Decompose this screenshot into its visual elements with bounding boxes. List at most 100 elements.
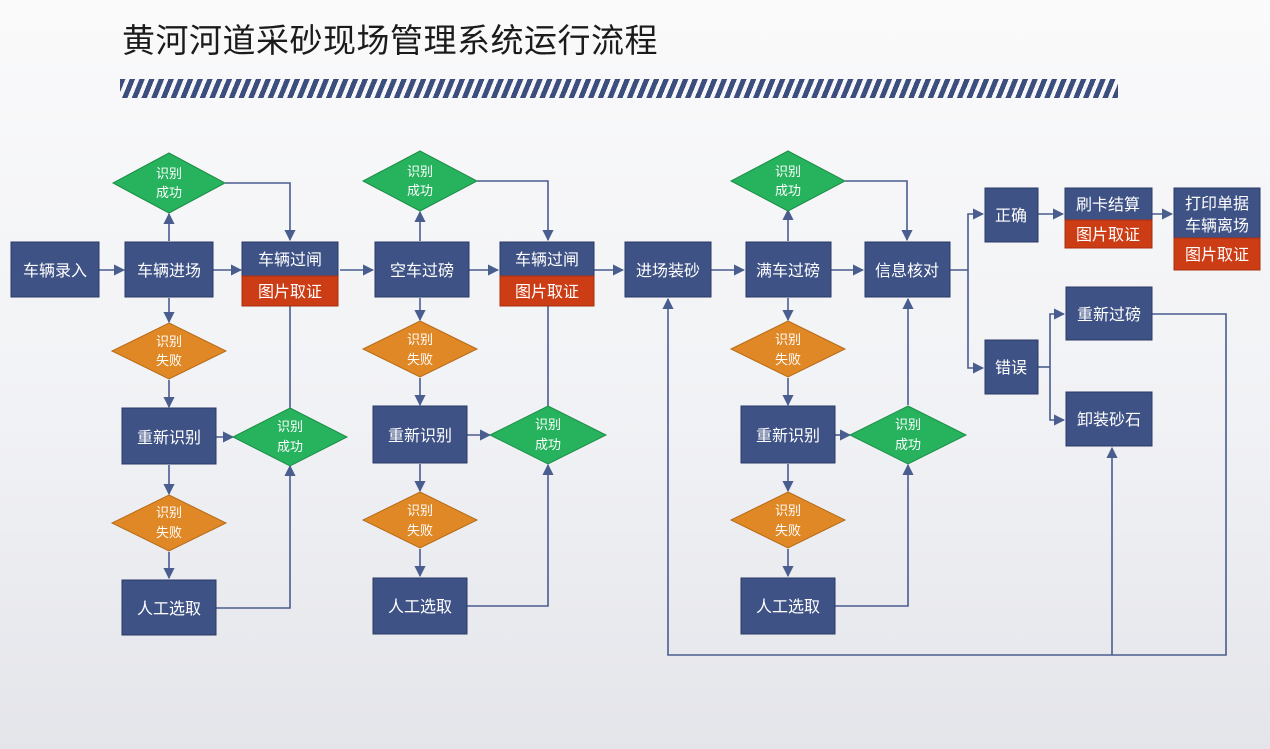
decision-success-2: 识别 成功 — [361, 150, 479, 212]
title-underline-stripe — [120, 79, 1118, 98]
arrow-manual3-to-success3b — [835, 463, 914, 607]
svg-text:图片取证: 图片取证 — [515, 282, 579, 301]
node-unload-sand: 卸装砂石 — [1065, 391, 1153, 447]
node-manual-select-1: 人工选取 — [121, 579, 217, 636]
decision-success-1: 识别 成功 — [111, 152, 227, 214]
node-full-weigh: 满车过磅 — [745, 241, 832, 298]
svg-text:满车过磅: 满车过磅 — [756, 261, 820, 280]
svg-text:空车过磅: 空车过磅 — [390, 261, 454, 280]
svg-text:成功: 成功 — [407, 184, 433, 199]
node-error: 错误 — [984, 339, 1039, 395]
svg-text:识别: 识别 — [407, 504, 433, 519]
node-vehicle-entry: 车辆录入 — [10, 241, 100, 298]
arrow-manual1-to-success1b — [216, 464, 296, 609]
svg-text:人工选取: 人工选取 — [756, 597, 820, 616]
arrow-reweigh-loop-to-load — [662, 297, 1227, 656]
svg-text:失败: 失败 — [407, 353, 433, 368]
svg-text:打印单据: 打印单据 — [1185, 194, 1249, 213]
svg-text:失败: 失败 — [156, 526, 182, 541]
svg-text:成功: 成功 — [895, 438, 921, 453]
decision-fail-3b: 识别 失败 — [729, 491, 847, 549]
svg-text:识别: 识别 — [277, 420, 303, 435]
node-manual-select-3: 人工选取 — [740, 577, 836, 635]
svg-text:车辆录入: 车辆录入 — [23, 261, 87, 280]
svg-text:信息核对: 信息核对 — [875, 261, 939, 280]
badge-photo-evidence-3: 图片取证 — [1064, 219, 1153, 249]
svg-text:重新过磅: 重新过磅 — [1077, 305, 1141, 324]
svg-text:车辆离场: 车辆离场 — [1185, 216, 1249, 235]
svg-text:失败: 失败 — [407, 524, 433, 539]
arrow-success2-to-gate2 — [477, 180, 554, 242]
svg-text:重新识别: 重新识别 — [388, 426, 452, 445]
arrow-manual2-to-success2b — [467, 463, 554, 607]
decision-fail-1a: 识别 失败 — [110, 322, 228, 380]
arrow-error-to-unload — [1049, 367, 1066, 426]
svg-text:图片取证: 图片取证 — [1076, 225, 1140, 244]
svg-text:识别: 识别 — [156, 506, 182, 521]
decision-success-2b: 识别 成功 — [488, 405, 608, 465]
node-re-recognize-1: 重新识别 — [121, 407, 217, 465]
page-title: 黄河河道采砂现场管理系统运行流程 — [122, 21, 658, 60]
arrow-success3-to-check — [845, 180, 913, 242]
svg-text:人工选取: 人工选取 — [388, 597, 452, 616]
svg-text:卸装砂石: 卸装砂石 — [1077, 410, 1141, 429]
decision-fail-2a: 识别 失败 — [361, 320, 479, 378]
svg-text:进场装砂: 进场装砂 — [636, 261, 700, 280]
decision-success-3: 识别 成功 — [729, 150, 847, 212]
node-re-recognize-2: 重新识别 — [372, 405, 468, 464]
svg-text:成功: 成功 — [535, 438, 561, 453]
node-vehicle-gate-2: 车辆过闸 — [499, 241, 595, 277]
svg-text:识别: 识别 — [775, 165, 801, 180]
badge-photo-evidence-2: 图片取证 — [499, 275, 595, 307]
svg-text:车辆进场: 车辆进场 — [137, 261, 201, 280]
svg-text:识别: 识别 — [156, 335, 182, 350]
svg-text:识别: 识别 — [895, 418, 921, 433]
svg-text:重新识别: 重新识别 — [756, 426, 820, 445]
node-empty-weigh: 空车过磅 — [374, 241, 470, 298]
svg-text:车辆过闸: 车辆过闸 — [258, 250, 322, 269]
node-vehicle-gate-1: 车辆过闸 — [241, 241, 339, 277]
arrow-success1-to-gate1 — [225, 182, 296, 242]
svg-text:识别: 识别 — [775, 333, 801, 348]
svg-text:失败: 失败 — [156, 354, 182, 369]
decision-fail-1b: 识别 失败 — [110, 494, 228, 552]
svg-text:人工选取: 人工选取 — [137, 599, 201, 618]
svg-text:识别: 识别 — [407, 165, 433, 180]
arrow-branch-to-correct — [967, 208, 985, 270]
arrow-error-to-reweigh — [1049, 308, 1066, 367]
svg-text:重新识别: 重新识别 — [137, 428, 201, 447]
svg-text:成功: 成功 — [156, 186, 182, 201]
svg-text:图片取证: 图片取证 — [258, 282, 322, 301]
node-load-sand: 进场装砂 — [624, 241, 712, 298]
badge-photo-evidence-1: 图片取证 — [241, 275, 339, 307]
svg-text:识别: 识别 — [407, 333, 433, 348]
svg-text:失败: 失败 — [775, 524, 801, 539]
svg-text:失败: 失败 — [775, 353, 801, 368]
svg-text:车辆过闸: 车辆过闸 — [515, 250, 579, 269]
svg-text:图片取证: 图片取证 — [1185, 245, 1249, 264]
decision-fail-3a: 识别 失败 — [729, 320, 847, 378]
node-re-recognize-3: 重新识别 — [740, 405, 836, 464]
svg-text:识别: 识别 — [775, 504, 801, 519]
arrow-branch-to-error — [967, 270, 985, 374]
decision-success-1b: 识别 成功 — [231, 407, 349, 467]
node-manual-select-2: 人工选取 — [372, 577, 468, 635]
node-reweigh: 重新过磅 — [1065, 286, 1153, 341]
svg-text:识别: 识别 — [156, 167, 182, 182]
svg-text:识别: 识别 — [535, 418, 561, 433]
svg-text:刷卡结算: 刷卡结算 — [1076, 195, 1140, 214]
connectors — [99, 180, 1227, 656]
svg-text:正确: 正确 — [995, 206, 1027, 225]
node-info-check: 信息核对 — [864, 241, 951, 298]
svg-text:成功: 成功 — [775, 184, 801, 199]
node-vehicle-enter: 车辆进场 — [124, 241, 214, 298]
svg-text:成功: 成功 — [277, 440, 303, 455]
decision-success-3b: 识别 成功 — [848, 405, 968, 465]
node-correct: 正确 — [984, 187, 1039, 243]
node-print-receipt: 打印单据 车辆离场 — [1173, 187, 1261, 239]
decision-fail-2b: 识别 失败 — [361, 491, 479, 549]
node-card-settle: 刷卡结算 — [1064, 187, 1153, 221]
badge-photo-evidence-4: 图片取证 — [1173, 237, 1261, 271]
svg-text:错误: 错误 — [995, 358, 1027, 377]
